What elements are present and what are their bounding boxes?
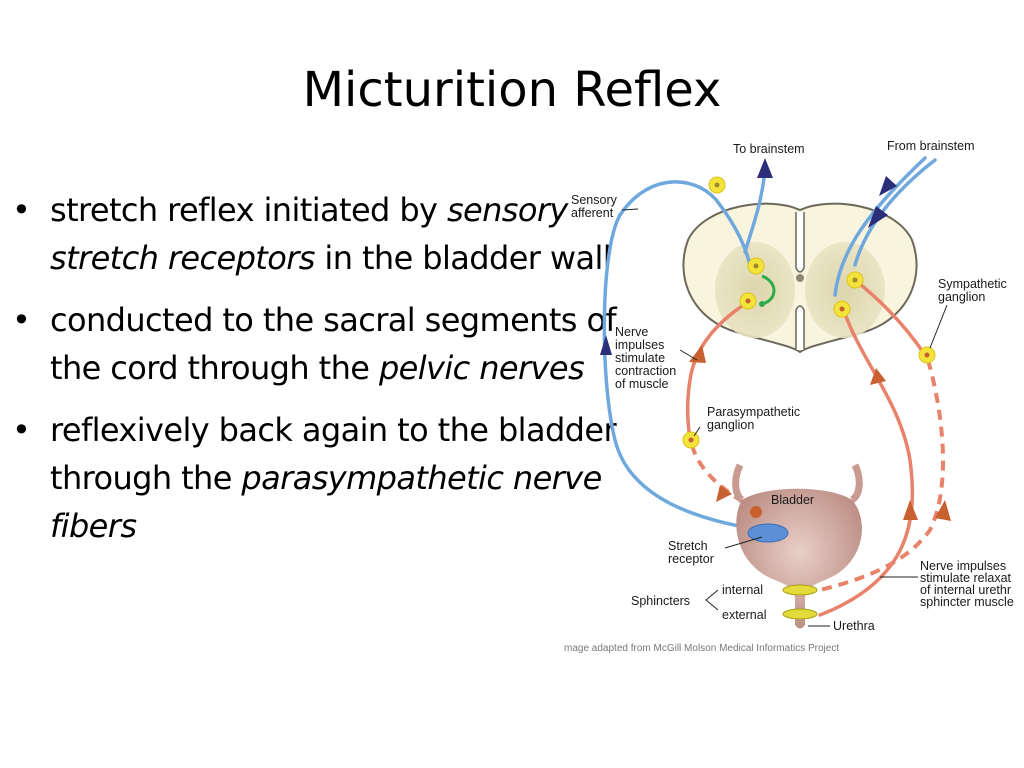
label-sympathetic-ganglion: ganglion xyxy=(938,290,985,304)
image-credit: mage adapted from McGill Molson Medical … xyxy=(564,643,839,654)
bullet-text: conducted to the sacral segments of the … xyxy=(50,301,617,387)
ganglia xyxy=(682,176,936,449)
internal-sphincter xyxy=(782,584,818,596)
arrow-up-icon xyxy=(757,158,773,178)
bullet-dot-icon: • xyxy=(12,411,31,449)
bullet-text: reflexively back again to the bladder th… xyxy=(50,411,617,497)
bullet-list: • stretch reflex initiated by sensory str… xyxy=(10,186,630,564)
bullet-text: in the bladder wall xyxy=(314,239,612,277)
arrow-down-icon xyxy=(879,176,897,196)
external-sphincter xyxy=(782,608,818,620)
label-sympathetic-ganglion: Sympathetic xyxy=(938,277,1007,291)
bullet-text-italic: pelvic nerves xyxy=(378,349,585,387)
arrow-down-icon xyxy=(868,206,888,228)
ganglion-icon xyxy=(739,292,757,310)
label-stretch-receptor: receptor xyxy=(668,552,714,566)
label-external: external xyxy=(722,608,766,622)
label-bladder: Bladder xyxy=(771,493,814,507)
label-sensory-afferent: Sensory xyxy=(571,193,618,207)
afferent-paths xyxy=(602,156,937,532)
bullet-dot-icon: • xyxy=(12,191,31,229)
leader-lines xyxy=(621,208,948,627)
bullet-item: • stretch reflex initiated by sensory str… xyxy=(10,186,630,282)
label-nerve-contraction: Nerve xyxy=(615,325,648,339)
bladder xyxy=(732,463,863,629)
sympathetic-ganglion-icon xyxy=(918,346,936,364)
arrow-down-icon xyxy=(903,500,918,520)
ganglion-icon xyxy=(708,176,726,194)
bullet-text-italic: sensory stretch receptors xyxy=(50,191,568,277)
spinal-cord xyxy=(682,202,918,354)
bullet-text-italic: parasympathetic nerve fibers xyxy=(50,459,602,545)
ganglion-icon xyxy=(846,271,864,289)
label-urethra: Urethra xyxy=(833,619,875,633)
bullet-item: • reflexively back again to the bladder t… xyxy=(10,406,630,550)
arrow-down-icon xyxy=(716,485,732,502)
label-nerve-contraction: of muscle xyxy=(615,377,669,391)
label-sphincters: Sphincters xyxy=(631,594,690,608)
label-nerve-relaxation: sphincter muscle xyxy=(920,595,1014,609)
ganglion-icon xyxy=(747,257,765,275)
arrow-down-icon xyxy=(689,345,706,363)
slide-title: Micturition Reflex xyxy=(302,62,722,118)
bullet-item: • conducted to the sacral segments of the… xyxy=(10,296,630,392)
arrow-down-icon xyxy=(870,368,886,385)
label-to-brainstem: To brainstem xyxy=(733,142,805,156)
label-stretch-receptor: Stretch xyxy=(668,539,708,553)
arrow-down-icon xyxy=(935,500,951,521)
label-nerve-relaxation: Nerve impulses xyxy=(920,559,1006,573)
label-nerve-relaxation: of internal urethr xyxy=(920,583,1011,597)
label-internal: internal xyxy=(722,583,763,597)
arrow-up-icon xyxy=(600,335,612,355)
label-parasympathetic-ganglion: ganglion xyxy=(707,418,754,432)
central-canal xyxy=(796,274,804,282)
label-sensory-afferent: afferent xyxy=(571,206,614,220)
label-nerve-contraction: impulses xyxy=(615,338,664,352)
interneuron xyxy=(761,274,776,306)
interneuron-end xyxy=(759,301,765,307)
bullet-dot-icon: • xyxy=(12,301,31,339)
label-from-brainstem: From brainstem xyxy=(887,139,975,153)
label-nerve-contraction: contraction xyxy=(615,364,676,378)
stretch-receptor xyxy=(747,523,789,543)
label-nerve-contraction: stimulate xyxy=(615,351,665,365)
ganglion-icon xyxy=(833,300,851,318)
label-parasympathetic-ganglion: Parasympathetic xyxy=(707,405,800,419)
parasympathetic-ganglion-icon xyxy=(682,431,700,449)
bullet-text: stretch reflex initiated by xyxy=(50,191,447,229)
label-nerve-relaxation: stimulate relaxat xyxy=(920,571,1012,585)
